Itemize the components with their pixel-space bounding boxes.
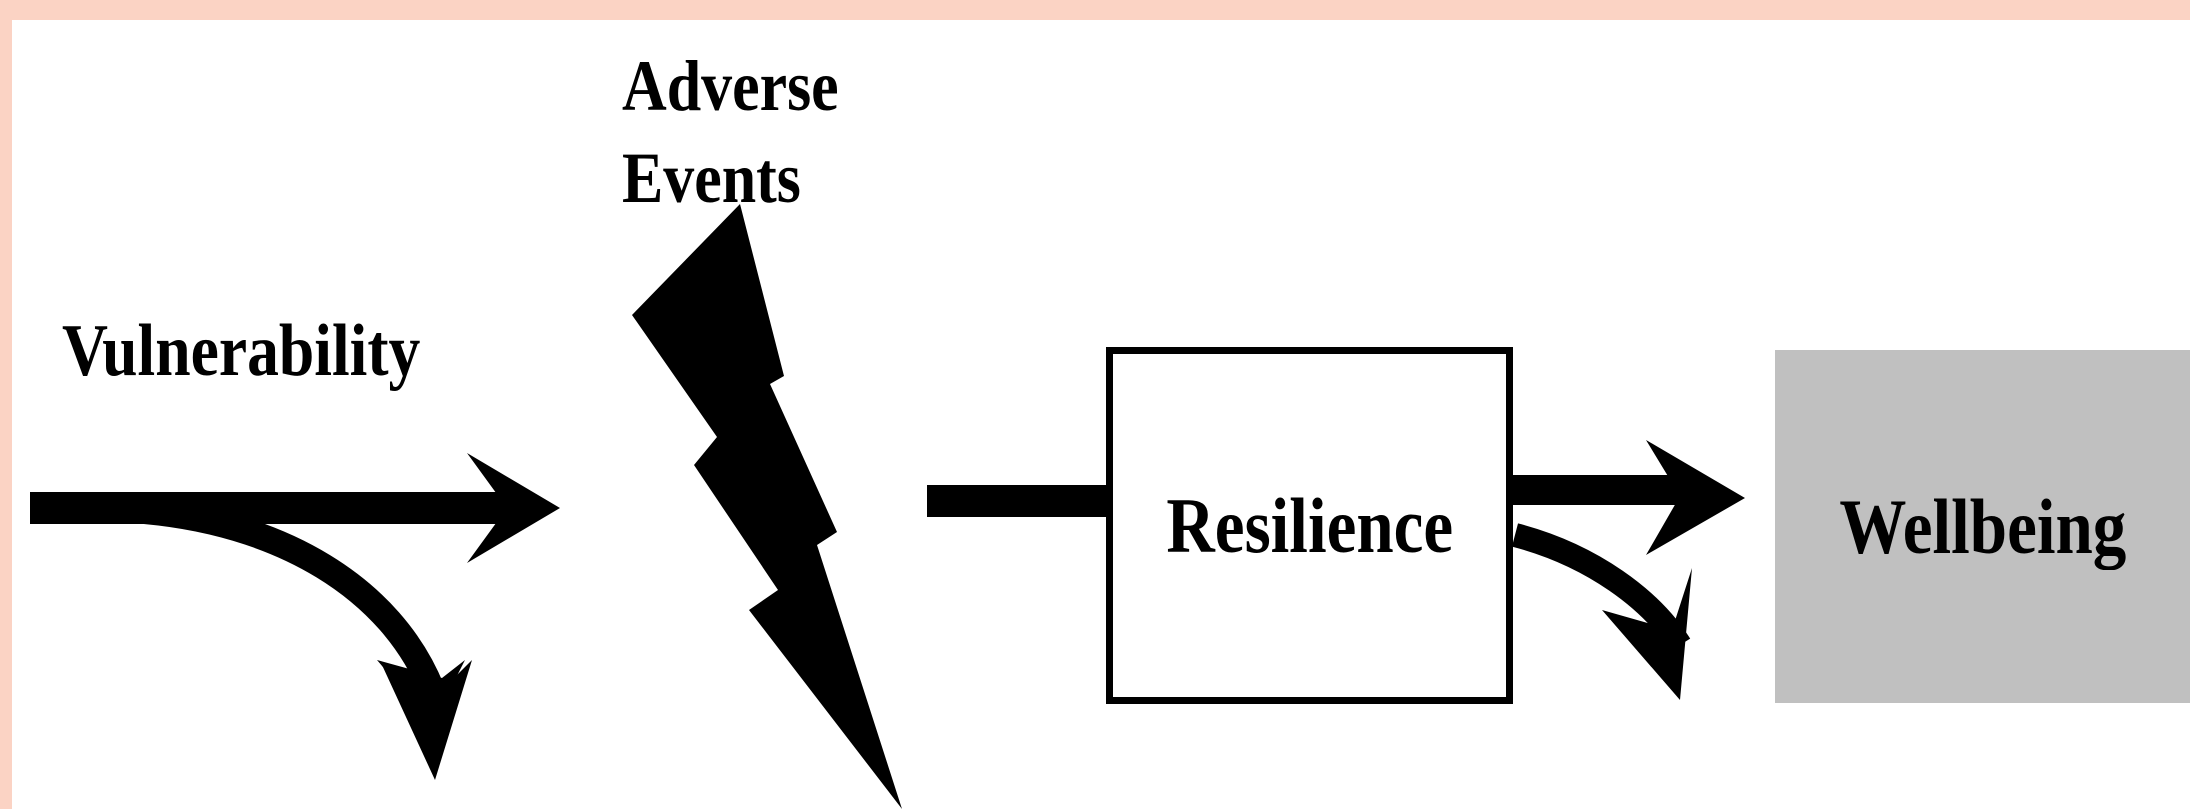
adverse-events-label-line1: Adverse — [622, 46, 839, 126]
wellbeing-box: Wellbeing — [1775, 350, 2190, 703]
adverse-events-label: Adverse Events — [622, 40, 839, 224]
vulnerability-label: Vulnerability — [62, 310, 421, 392]
vulnerability-curved-arrow — [131, 497, 472, 780]
diagram-canvas: Adverse Events Vulnerability Resilience … — [12, 20, 2190, 809]
adverse-events-label-line2: Events — [622, 138, 801, 218]
resilience-label: Resilience — [1166, 481, 1453, 569]
lightning-bolt-icon — [632, 204, 902, 809]
resilience-to-wellbeing-arrow — [1513, 440, 1745, 555]
resilience-box: Resilience — [1106, 347, 1513, 704]
vulnerability-straight-arrow — [30, 453, 560, 563]
wellbeing-label: Wellbeing — [1839, 482, 2126, 570]
diagram-graphics — [30, 204, 1745, 809]
resilience-curved-arrow — [1511, 523, 1692, 700]
